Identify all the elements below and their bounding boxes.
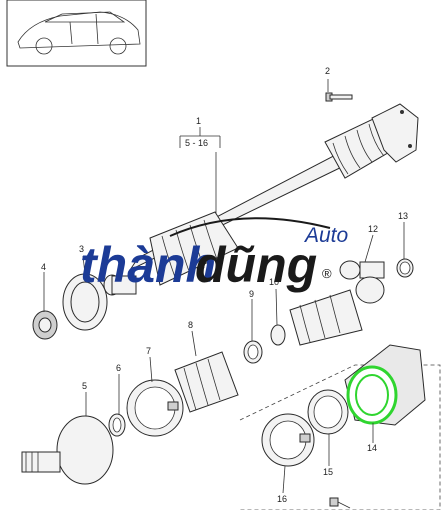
callout-7: 7 <box>146 346 151 356</box>
callout-15: 15 <box>323 467 333 477</box>
clamp-part-16 <box>261 413 315 467</box>
dashed-group-outline <box>239 364 441 510</box>
ring-part-6 <box>108 413 126 437</box>
clip-part-13 <box>396 258 414 278</box>
callout-3: 3 <box>79 244 84 254</box>
callout-4: 4 <box>41 262 46 272</box>
callout-8: 8 <box>188 320 193 330</box>
callout-1-range: 5 - 16 <box>185 138 208 148</box>
drive-shaft-assembly <box>103 103 419 296</box>
watermark-text-primary: thành <box>80 237 216 293</box>
bolt-part-2 <box>325 92 353 102</box>
assembly-bracket <box>179 127 221 215</box>
nut-part-4 <box>32 310 58 340</box>
boot-part-8 <box>174 351 239 413</box>
callout-5: 5 <box>82 381 87 391</box>
callout-2: 2 <box>325 66 330 76</box>
callout-10: 10 <box>269 277 279 287</box>
callout-12: 12 <box>368 224 378 234</box>
bolt-bottom <box>329 497 351 509</box>
callout-1: 1 <box>196 116 201 126</box>
clamp-part-9 <box>243 340 263 364</box>
watermark-auto-text: Auto <box>303 224 349 247</box>
ring-part-3 <box>62 273 108 331</box>
clamp-part-10 <box>270 324 286 346</box>
tripod-part-12 <box>339 260 385 304</box>
leader-lines <box>43 79 405 494</box>
callout-labels: 1 5 - 16 2 3 4 5 6 7 8 9 10 12 13 14 15 … <box>41 66 408 504</box>
callout-13: 13 <box>398 211 408 221</box>
callout-14: 14 <box>367 443 377 453</box>
watermark-registered-mark: ® <box>322 266 332 281</box>
joint-part-5 <box>21 415 114 485</box>
callout-9: 9 <box>249 289 254 299</box>
callout-16: 16 <box>277 494 287 504</box>
watermark-logo: thành dũng Auto ® <box>80 217 349 293</box>
callout-6: 6 <box>116 363 121 373</box>
clamp-part-15 <box>307 389 349 435</box>
vehicle-inset <box>6 0 147 67</box>
boot-part-11 <box>289 289 363 346</box>
housing-part-14 <box>344 344 426 426</box>
watermark-text-secondary: dũng <box>195 237 317 293</box>
clamp-part-7 <box>126 379 184 437</box>
